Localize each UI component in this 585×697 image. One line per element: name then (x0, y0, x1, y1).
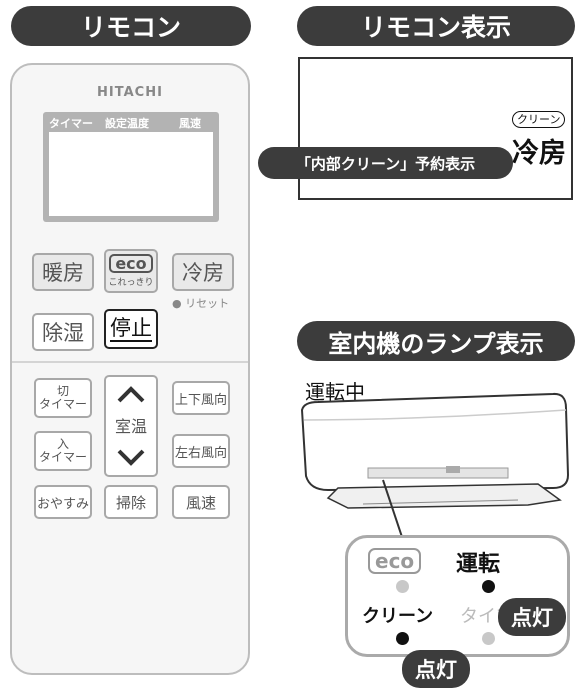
eco-sublabel: これっきり (108, 278, 154, 288)
eco-button[interactable]: eco これっきり (104, 249, 158, 293)
run-lamp-label: 運転 (456, 552, 501, 577)
dehumid-button[interactable]: 除湿 (32, 313, 94, 351)
run-lamp-dot (482, 580, 495, 593)
vertical-direction-button[interactable]: 上下風向 (172, 381, 230, 415)
temp-down-icon[interactable] (106, 443, 156, 471)
heat-button[interactable]: 暖房 (32, 253, 94, 291)
off-timer-label-1: 切 (56, 384, 69, 398)
lamp-panel: eco 運転 クリーン タイマー (345, 535, 570, 657)
temp-up-icon[interactable] (106, 381, 156, 409)
room-temp-label: 室温 (114, 417, 147, 436)
lit-callout-run: 点灯 (498, 598, 566, 636)
sleep-button[interactable]: おやすみ (34, 485, 92, 519)
lcd-screen (49, 132, 213, 216)
lcd-label-fan: 風速 (179, 117, 201, 130)
horizontal-direction-button[interactable]: 左右風向 (172, 434, 230, 468)
reset-label: ● リセット (172, 297, 230, 310)
lit-callout-clean: 点灯 (402, 650, 470, 688)
eco-lamp-label: eco (368, 548, 422, 574)
off-timer-button[interactable]: 切 タイマー (34, 378, 92, 418)
fan-speed-button[interactable]: 風速 (172, 485, 230, 519)
remote-display-header: リモコン表示 (297, 6, 575, 46)
lcd-label-temp: 設定温度 (105, 117, 149, 130)
reservation-callout: 「内部クリーン」予約表示 (258, 147, 513, 179)
on-timer-label-2: タイマー (38, 450, 87, 464)
lcd-label-timer: タイマー (49, 117, 93, 130)
timer-lamp-dot (482, 632, 495, 645)
remote-header: リモコン (11, 6, 251, 46)
indoor-unit (298, 380, 578, 540)
brand-logo: HITACHI (97, 85, 163, 100)
off-timer-label-2: タイマー (38, 397, 87, 411)
clean-badge: クリーン (512, 111, 566, 128)
indoor-lamp-header: 室内機のランプ表示 (297, 321, 575, 361)
eco-logo: eco (109, 254, 153, 273)
cool-mode-text: 冷房 (512, 138, 566, 169)
stop-button[interactable]: 停止 (104, 309, 158, 349)
air-conditioner-illustration (300, 392, 570, 540)
eco-lamp-dot (396, 580, 409, 593)
cool-button[interactable]: 冷房 (172, 253, 234, 291)
on-timer-label-1: 入 (56, 437, 69, 451)
clean-lamp-dot (396, 632, 409, 645)
clean-lamp-label: クリーン (362, 606, 434, 627)
on-timer-button[interactable]: 入 タイマー (34, 431, 92, 471)
remote-lcd: タイマー 設定温度 風速 (43, 112, 219, 222)
stop-label: 停止 (110, 316, 152, 342)
remote-control: HITACHI タイマー 設定温度 風速 暖房 eco これっきり 冷房 ● リ… (10, 63, 250, 675)
room-temp-pad: 室温 (104, 375, 158, 477)
remote-divider (12, 361, 248, 363)
clean-button[interactable]: 掃除 (104, 485, 158, 519)
